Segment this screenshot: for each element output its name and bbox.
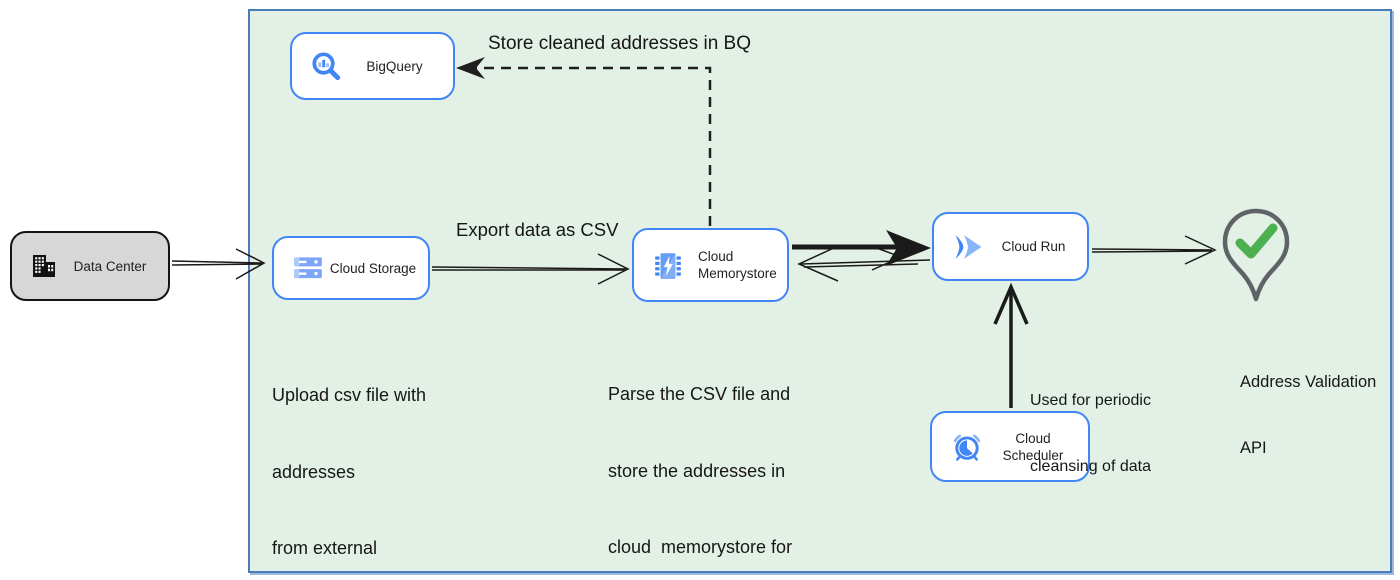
- annotation-periodic-cleansing: Used for periodic cleansing of data: [1030, 392, 1151, 475]
- node-label: BigQuery: [366, 58, 423, 74]
- annotation-parse-csv: Parse the CSV file and store the address…: [608, 384, 793, 557]
- node-cloud-storage: Cloud Storage: [272, 236, 430, 300]
- node-label: Cloud Memorystore: [698, 249, 777, 281]
- node-label: Cloud Storage: [329, 260, 417, 276]
- cloud-scheduler-icon: [953, 434, 981, 461]
- node-label: Cloud Scheduler: [1002, 430, 1064, 463]
- node-cloud-run: Cloud Run: [932, 212, 1089, 281]
- node-cloud-scheduler: Cloud Scheduler: [930, 411, 1090, 482]
- gcp-boundary-container: [248, 9, 1392, 573]
- annotation-upload-csv: Upload csv file with addresses from exte…: [272, 385, 427, 558]
- cloud-memorystore-icon: [655, 253, 681, 279]
- node-data-center: Data Center: [10, 231, 170, 301]
- label-address-validation-api: Address Validation API: [1240, 373, 1377, 457]
- node-bigquery: BigQuery: [290, 32, 455, 100]
- node-cloud-memorystore: Cloud Memorystore: [632, 228, 789, 302]
- cloud-storage-icon: [294, 257, 322, 279]
- label-store-cleaned-addresses: Store cleaned addresses in BQ: [488, 33, 751, 54]
- node-label: Cloud Run: [1001, 239, 1066, 254]
- bigquery-icon: [312, 52, 341, 81]
- cloud-run-icon: [955, 234, 982, 259]
- node-label: Data Center: [73, 258, 147, 274]
- label-export-data-csv: Export data as CSV: [456, 219, 619, 240]
- data-center-icon: [33, 255, 55, 277]
